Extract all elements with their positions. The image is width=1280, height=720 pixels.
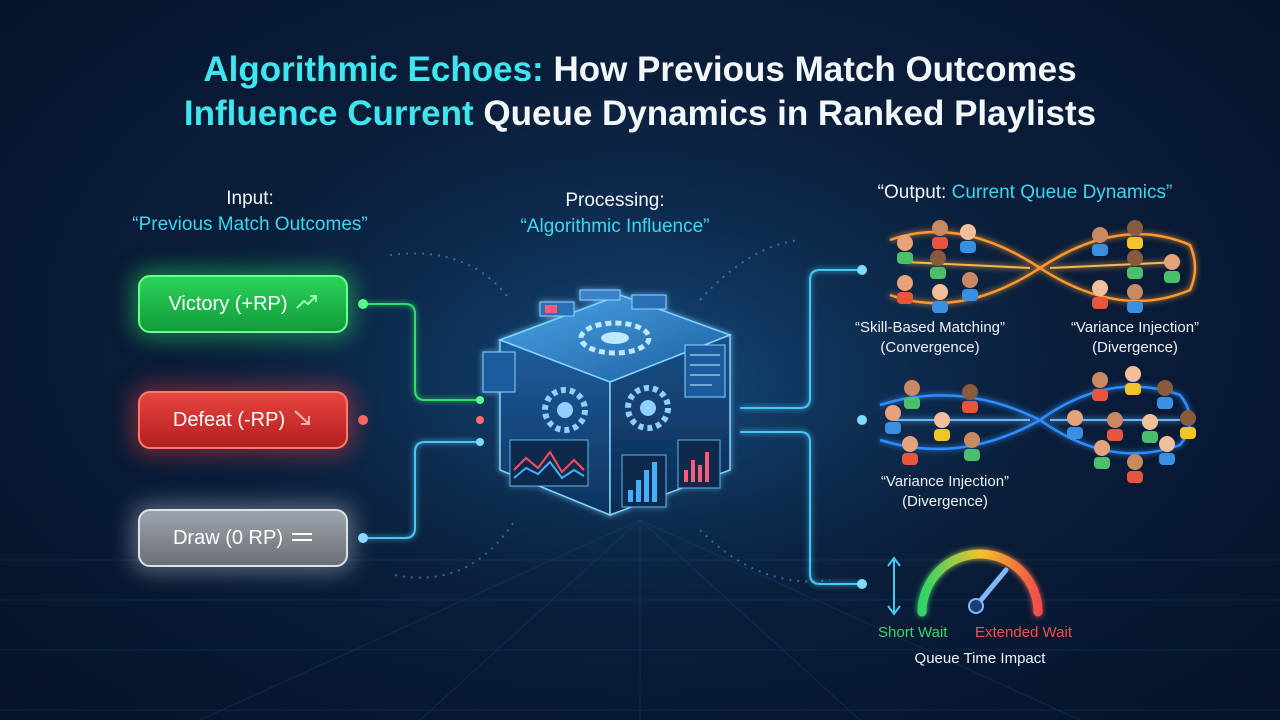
output-connector-top bbox=[740, 265, 867, 409]
variance-injection-top-subtitle: (Divergence) bbox=[1092, 339, 1178, 356]
trend-up-icon bbox=[295, 294, 318, 315]
input-connector-victory bbox=[358, 299, 484, 404]
input-connector-draw bbox=[358, 438, 484, 543]
variance-injection-middle-label: “Variance Injection” (Divergence) bbox=[855, 472, 1035, 512]
processing-heading-block: Processing: “Algorithmic Influence” bbox=[470, 188, 760, 240]
queue-time-gauge-icon bbox=[917, 549, 1043, 617]
victory-button[interactable]: Victory (+RP) bbox=[138, 275, 348, 333]
equals-icon bbox=[291, 528, 313, 549]
skill-based-matching-label: “Skill-Based Matching” (Convergence) bbox=[840, 318, 1020, 358]
title-line1-plain: How Previous Match Outcomes bbox=[553, 50, 1077, 89]
skill-based-matching-title: “Skill-Based Matching” bbox=[854, 319, 1006, 336]
output-heading-block: “Output: Current Queue Dynamics” bbox=[830, 180, 1220, 206]
queue-time-impact-label: Queue Time Impact bbox=[914, 650, 1046, 667]
processing-heading: Processing: bbox=[565, 190, 665, 211]
variance-injection-top-label: “Variance Injection” (Divergence) bbox=[1045, 318, 1225, 358]
wait-arrow-icon bbox=[887, 556, 901, 616]
trend-down-icon bbox=[293, 409, 313, 432]
player-avatar-icon bbox=[885, 220, 1196, 483]
processing-cube-gear-icon bbox=[482, 289, 733, 517]
skill-based-matching-subtitle: (Convergence) bbox=[880, 339, 980, 356]
input-subheading: “Previous Match Outcomes” bbox=[132, 214, 368, 235]
output-heading-plain: “Output: bbox=[877, 182, 947, 203]
input-connector-defeat bbox=[358, 415, 484, 425]
output-connector-bottom bbox=[740, 431, 867, 589]
input-heading: Input: bbox=[226, 188, 274, 209]
page-title: Algorithmic Echoes: How Previous Match O… bbox=[0, 48, 1280, 136]
title-line2-plain: Queue Dynamics in Ranked Playlists bbox=[483, 94, 1097, 133]
output-heading-accent: Current Queue Dynamics” bbox=[951, 182, 1173, 203]
defeat-label: Defeat (-RP) bbox=[172, 408, 286, 431]
defeat-button[interactable]: Defeat (-RP) bbox=[138, 391, 348, 449]
input-heading-block: Input: “Previous Match Outcomes” bbox=[90, 186, 410, 238]
draw-label: Draw (0 RP) bbox=[172, 526, 283, 549]
victory-label: Victory (+RP) bbox=[168, 292, 288, 315]
processing-subheading: “Algorithmic Influence” bbox=[520, 216, 710, 237]
short-wait-label: Short Wait bbox=[878, 624, 948, 641]
draw-button[interactable]: Draw (0 RP) bbox=[138, 509, 348, 567]
extended-wait-label: Extended Wait bbox=[975, 624, 1072, 641]
variance-injection-middle-title: “Variance Injection” bbox=[880, 473, 1010, 490]
variance-injection-top-title: “Variance Injection” bbox=[1070, 319, 1200, 336]
title-line1-accent: Algorithmic Echoes: bbox=[203, 50, 544, 89]
title-line2-accent: Influence Current bbox=[183, 94, 474, 133]
output-connector-middle bbox=[740, 415, 867, 425]
variance-injection-middle-subtitle: (Divergence) bbox=[902, 493, 988, 510]
